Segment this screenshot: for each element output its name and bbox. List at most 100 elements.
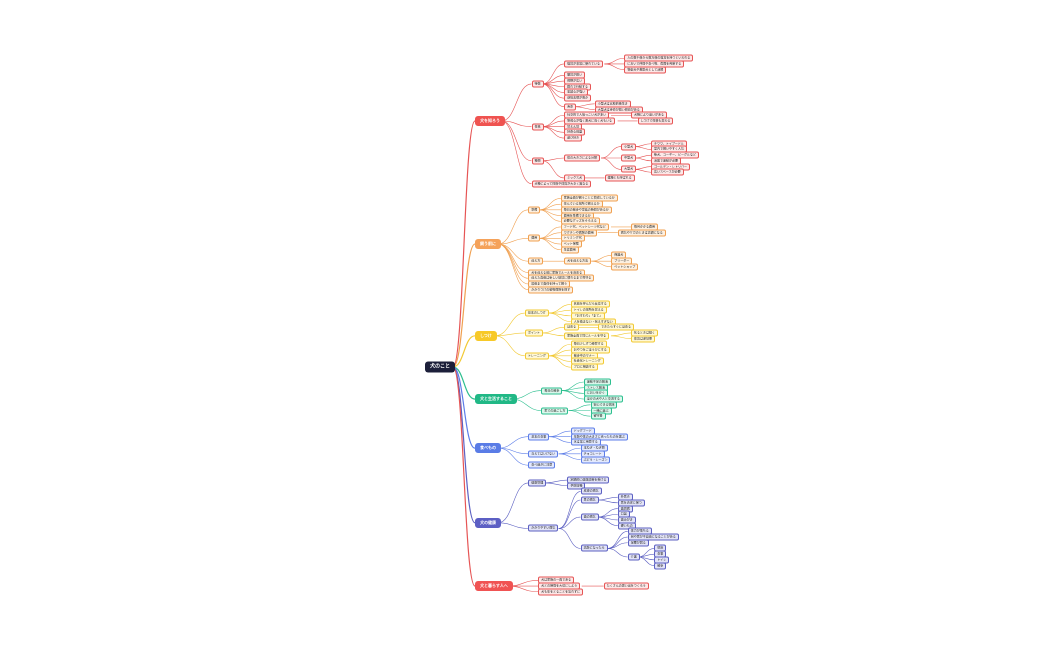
mindmap-node[interactable]: 寿命 [564, 103, 577, 111]
mindmap-node[interactable]: ポイント [524, 329, 543, 337]
mindmap-node[interactable]: 基本の食事 [528, 433, 550, 441]
mindmap-node[interactable]: できたらすぐにほめる [598, 323, 634, 331]
mindmap-node[interactable]: 性格 [531, 123, 544, 131]
connector-line [597, 496, 618, 501]
connector-line [591, 255, 612, 262]
mindmap-node[interactable]: 特徴 [531, 80, 544, 88]
mindmap-node[interactable]: トレーニング [524, 352, 549, 360]
connector-line [498, 209, 529, 245]
mindmap-node[interactable]: 迎え方 [528, 257, 544, 265]
mindmap-node[interactable]: 広いスペースが必要 [651, 168, 684, 176]
mindmap-node[interactable]: 定期的に健康診断を受ける [567, 476, 610, 484]
connector-line [542, 157, 565, 162]
mindmap-node[interactable]: 留守番 [590, 412, 606, 420]
connector-line [558, 516, 581, 529]
mindmap-node[interactable]: 高齢になったら [580, 544, 608, 552]
mindmap-branch[interactable]: 飼う前に [475, 239, 501, 250]
mindmap-node[interactable]: 大型犬 [621, 165, 637, 173]
mindmap-node[interactable]: 人を噛まない・吠えすぎない [570, 318, 616, 326]
connector-line [542, 120, 565, 127]
mindmap-node[interactable]: 散歩 [654, 562, 667, 570]
mindmap-node[interactable]: プロに相談する [570, 363, 598, 371]
mindmap-branch[interactable]: 犬を知ろう [475, 115, 505, 126]
connector-line [610, 332, 632, 337]
mindmap-branch[interactable]: 犬と生活すること [475, 394, 517, 405]
mindmap-node[interactable]: 小型犬 [621, 143, 637, 151]
mindmap-node[interactable]: 体の大きさによる分類 [564, 154, 601, 162]
connector-line [498, 447, 529, 466]
mindmap-node[interactable]: 健康管理 [528, 479, 547, 487]
mindmap-node[interactable]: 感情表現が豊か [564, 94, 592, 102]
mindmap-node[interactable]: 中型犬 [621, 154, 637, 162]
mindmap-node[interactable]: 嗅覚が非常に優れている [564, 60, 604, 68]
mindmap-node[interactable]: 犬種によって性格や体質が大きく異なる [531, 180, 592, 188]
mindmap-node[interactable]: 大型犬は寿命が短い傾向がある [594, 106, 643, 114]
mindmap-node[interactable]: 与えてはいけない [528, 450, 558, 458]
mindmap-node[interactable]: たくさんの思い出をつくろう [603, 582, 649, 590]
mindmap-node[interactable]: 食べ過ぎに注意 [528, 461, 556, 469]
mindmap-node[interactable]: しつけで性格も変わる [637, 117, 674, 125]
mindmap-node[interactable]: 硬いもの [617, 522, 636, 530]
mindmap-node[interactable]: ペットショップ [611, 263, 639, 271]
connector-line [607, 542, 628, 549]
mindmap-branch[interactable]: 食べもの [475, 443, 501, 454]
connector-line [498, 243, 529, 285]
mindmap-node[interactable]: 基本のしつけ [524, 309, 549, 317]
mindmap-node[interactable]: 足腰が弱る [627, 539, 649, 547]
mindmap-node[interactable]: 目や耳が不自由になることがある [627, 533, 679, 541]
connector-line [542, 126, 565, 139]
branch-connector [452, 335, 476, 368]
mindmap-branch[interactable]: しつけ [475, 330, 497, 341]
connector-line [498, 243, 529, 273]
connector-line [568, 410, 591, 417]
connector-line [604, 57, 625, 65]
connector-line [494, 335, 525, 357]
mindmap-node[interactable]: 歯の病気 [580, 513, 599, 521]
mindmap-node[interactable]: 介護 [627, 553, 640, 561]
mindmap-node[interactable]: 家での過ごし方 [541, 407, 569, 414]
mindmap-node[interactable]: 遊び好き [564, 134, 583, 142]
connector-line [591, 260, 612, 268]
mindmap-node[interactable]: 生涯費用 [560, 246, 579, 254]
mindmap-node[interactable]: 犬を迎える方法 [564, 257, 592, 265]
connector-line [498, 522, 529, 529]
mindmap-node[interactable]: 警察犬や救助犬として活躍 [624, 66, 667, 74]
mindmap-node[interactable]: ほめる [564, 323, 580, 331]
connector-line [638, 556, 655, 566]
mindmap-node[interactable]: 種類 [531, 157, 544, 165]
mindmap-node[interactable]: 病気やケガのときは高額になる [617, 229, 666, 237]
connector-line [574, 106, 595, 110]
connector-line [498, 436, 529, 449]
connector-line [498, 238, 529, 245]
connector-line [542, 126, 565, 133]
mindmap-node[interactable]: かかりつけの動物病院を探す [528, 286, 574, 294]
mindmap-node[interactable]: 予防接種 [567, 482, 586, 490]
mindmap-branch[interactable]: 犬の健康 [475, 517, 501, 528]
mindmap-node[interactable]: 毎日の散歩 [541, 387, 563, 395]
mindmap-node[interactable]: 警戒心が強く番犬に向く犬もいる [564, 117, 616, 125]
mindmap-node[interactable]: 皮膚の病気 [580, 487, 602, 495]
mindmap-root[interactable]: 犬のこと [425, 361, 456, 373]
mindmap-node[interactable]: かかりやすい病気 [528, 524, 559, 532]
mindmap-node[interactable]: 費用 [528, 234, 541, 242]
connector-line [542, 83, 565, 107]
connector-line [597, 499, 618, 504]
connector-line [634, 146, 652, 150]
connector-line [561, 390, 584, 400]
connector-line [538, 238, 561, 251]
mindmap-node[interactable]: 犬も年をとることを忘れずに [538, 588, 584, 596]
mindmap-node[interactable]: 耳の病気 [580, 496, 599, 504]
mindmap-node[interactable]: 体罰は逆効果 [631, 335, 656, 343]
mindmap-branch[interactable]: 犬と暮らす人へ [475, 581, 513, 592]
connector-line [634, 157, 652, 162]
mindmap-node[interactable]: 家族全員で同じルールを守る [564, 332, 610, 340]
connector-line [548, 355, 571, 368]
connector-line [597, 513, 618, 518]
mindmap-node[interactable]: 雑種とも呼ばれる [604, 174, 635, 182]
connector-line [501, 83, 532, 122]
connector-line [542, 80, 565, 85]
connector-line [558, 447, 581, 455]
mindmap-node[interactable]: ぶどう・レーズン [580, 456, 611, 464]
mindmap-node[interactable]: 準備 [528, 206, 541, 214]
